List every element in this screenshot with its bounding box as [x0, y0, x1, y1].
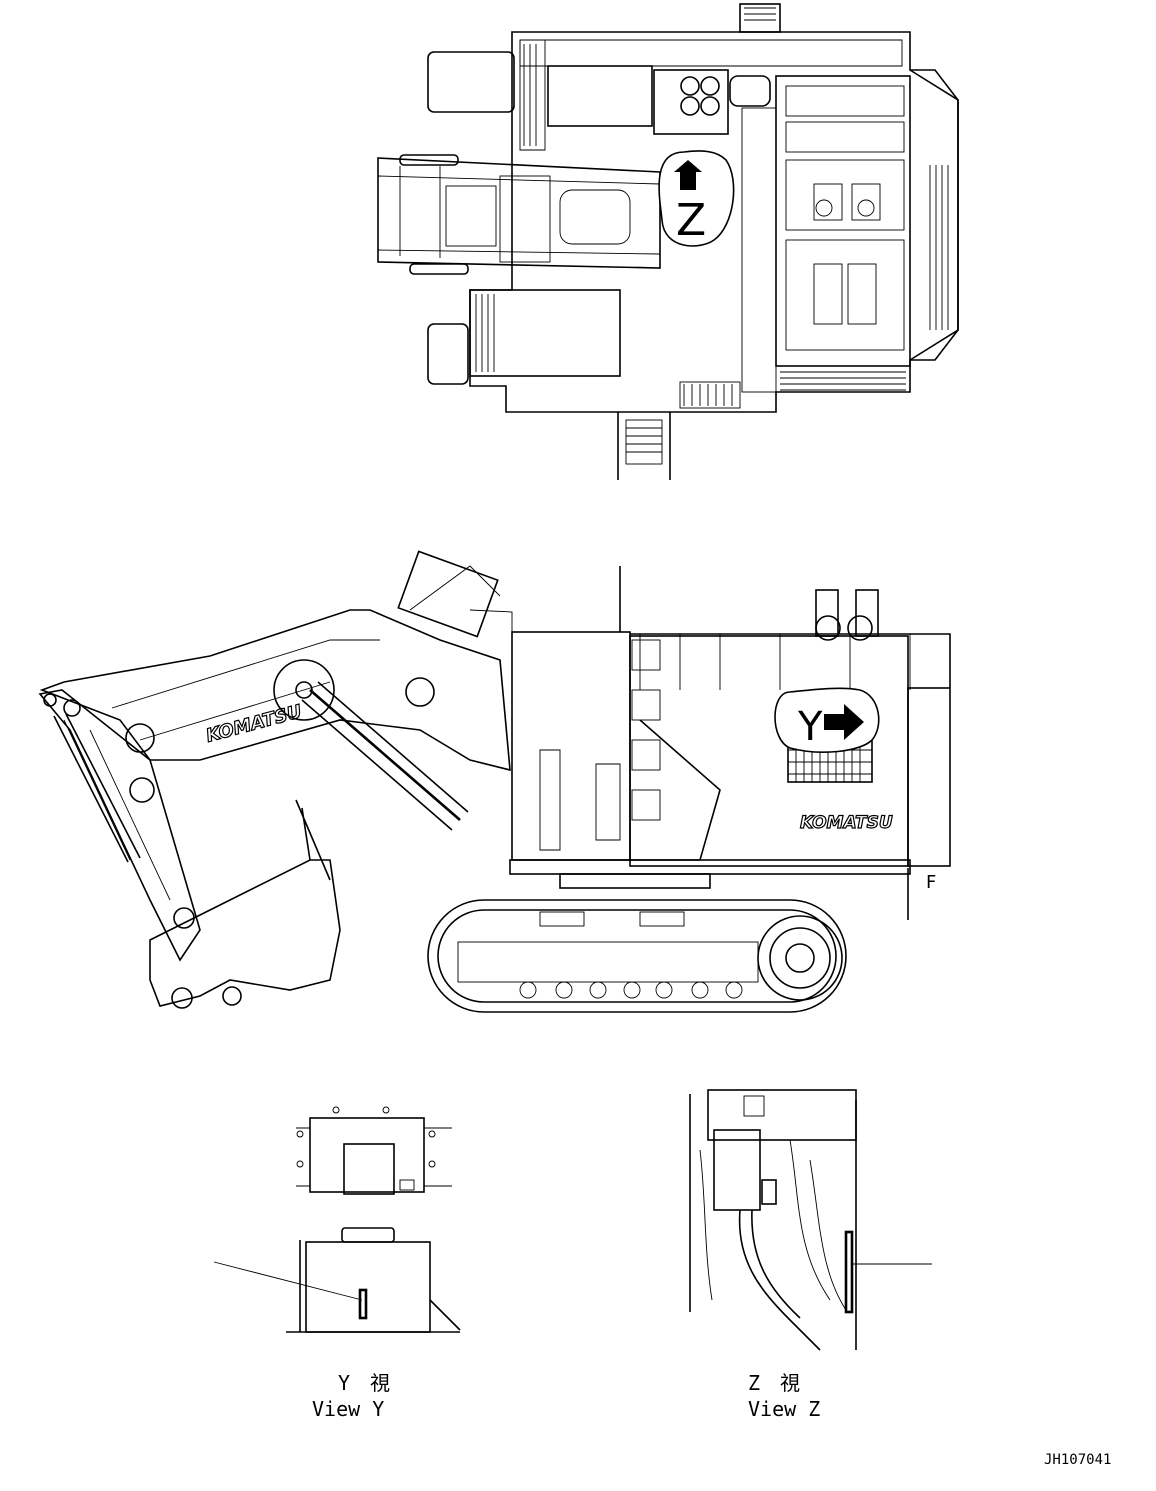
view-z-marker: Z [658, 150, 735, 247]
view-y-marker: Y [774, 687, 880, 753]
side-view: KOMATSU [38, 550, 951, 1013]
side-f-letter: F [926, 872, 936, 893]
view-y-detail: Y 視 View Y [213, 1106, 461, 1421]
view-y-caption-jp: Y 視 [338, 1371, 390, 1395]
housing-logo: KOMATSU [800, 813, 893, 833]
view-z-detail: Z 視 View Z [689, 1089, 932, 1421]
view-y-caption-en: View Y [312, 1397, 384, 1421]
boom-logo: KOMATSU [204, 701, 305, 747]
view-z-caption-jp: Z 視 [748, 1371, 800, 1395]
drawing-number: JH107041 [1044, 1452, 1111, 1468]
top-view: Z [377, 3, 959, 480]
view-y-letter: Y [797, 704, 823, 750]
crawler-track [427, 899, 847, 1013]
view-z-caption-en: View Z [748, 1397, 820, 1421]
walkway-hatch [523, 44, 949, 391]
view-z-letter: Z [676, 195, 706, 246]
